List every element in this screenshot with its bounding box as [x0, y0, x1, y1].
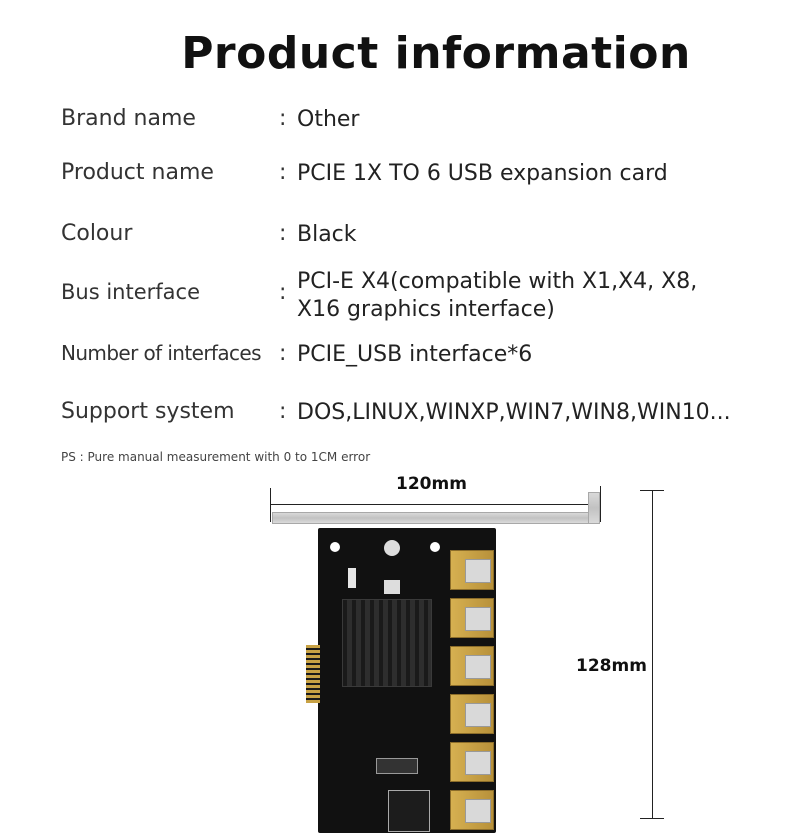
spec-colon: : — [279, 106, 287, 131]
spec-value: Black — [297, 222, 357, 247]
power-connector — [388, 790, 430, 832]
spec-label: Support system — [61, 399, 235, 424]
spec-label: Product name — [61, 160, 214, 185]
usb-port — [450, 646, 494, 686]
usb-port — [450, 550, 494, 590]
spec-label: Colour — [61, 221, 133, 246]
spec-colon: : — [279, 160, 287, 185]
usb-port — [450, 694, 494, 734]
heatsink — [342, 599, 432, 687]
usb-port — [450, 742, 494, 782]
spec-label: Brand name — [61, 106, 196, 131]
usb-port — [450, 790, 494, 830]
spec-row-colour: Colour : Black — [61, 221, 781, 261]
spec-value: Other — [297, 107, 360, 132]
height-dimension-tick-bottom — [640, 818, 664, 819]
spec-colon: : — [279, 280, 287, 305]
pcie-gold-fingers — [306, 645, 320, 703]
ce-mark — [384, 580, 400, 594]
usb-port — [450, 598, 494, 638]
spec-colon: : — [279, 221, 287, 246]
measurement-note: PS : Pure manual measurement with 0 to 1… — [61, 450, 371, 464]
spec-row-brand: Brand name : Other — [61, 106, 781, 146]
spec-colon: : — [279, 399, 287, 424]
height-dimension-label: 128mm — [576, 656, 647, 676]
metal-bracket — [272, 512, 600, 524]
spec-value-line1: PCI-E X4(compatible with X1,X4, X8, — [297, 269, 698, 294]
spec-label: Bus interface — [61, 280, 200, 304]
bracket-tab — [588, 492, 600, 524]
spec-row-bus-interface: Bus interface : PCI-E X4(compatible with… — [61, 268, 781, 328]
spec-colon: : — [279, 341, 287, 366]
page-title: Product information — [181, 28, 691, 79]
spec-row-number-of-interfaces: Number of interfaces : PCIE_USB interfac… — [61, 341, 781, 381]
width-dimension-line — [270, 504, 600, 505]
height-dimension-line — [652, 490, 653, 818]
width-dimension-tick-left — [270, 488, 271, 522]
spec-label: Number of interfaces — [61, 341, 262, 365]
spec-row-support-system: Support system : DOS,LINUX,WINXP,WIN7,WI… — [61, 399, 781, 439]
spec-row-product-name: Product name : PCIE 1X TO 6 USB expansio… — [61, 160, 781, 200]
width-dimension-tick-right — [600, 486, 601, 522]
mounting-hole — [430, 542, 440, 552]
spec-value-line2: X16 graphics interface) — [297, 297, 555, 322]
spec-value: PCIE 1X TO 6 USB expansion card — [297, 161, 668, 186]
component — [348, 568, 356, 588]
width-dimension-label: 120mm — [396, 474, 467, 494]
cert-mark — [384, 540, 400, 556]
spec-value: DOS,LINUX,WINXP,WIN7,WIN8,WIN10... — [297, 400, 731, 425]
connector — [376, 758, 418, 774]
mounting-hole — [330, 542, 340, 552]
spec-value: PCIE_USB interface*6 — [297, 342, 533, 367]
product-figure: 120mm 128mm — [0, 470, 800, 839]
